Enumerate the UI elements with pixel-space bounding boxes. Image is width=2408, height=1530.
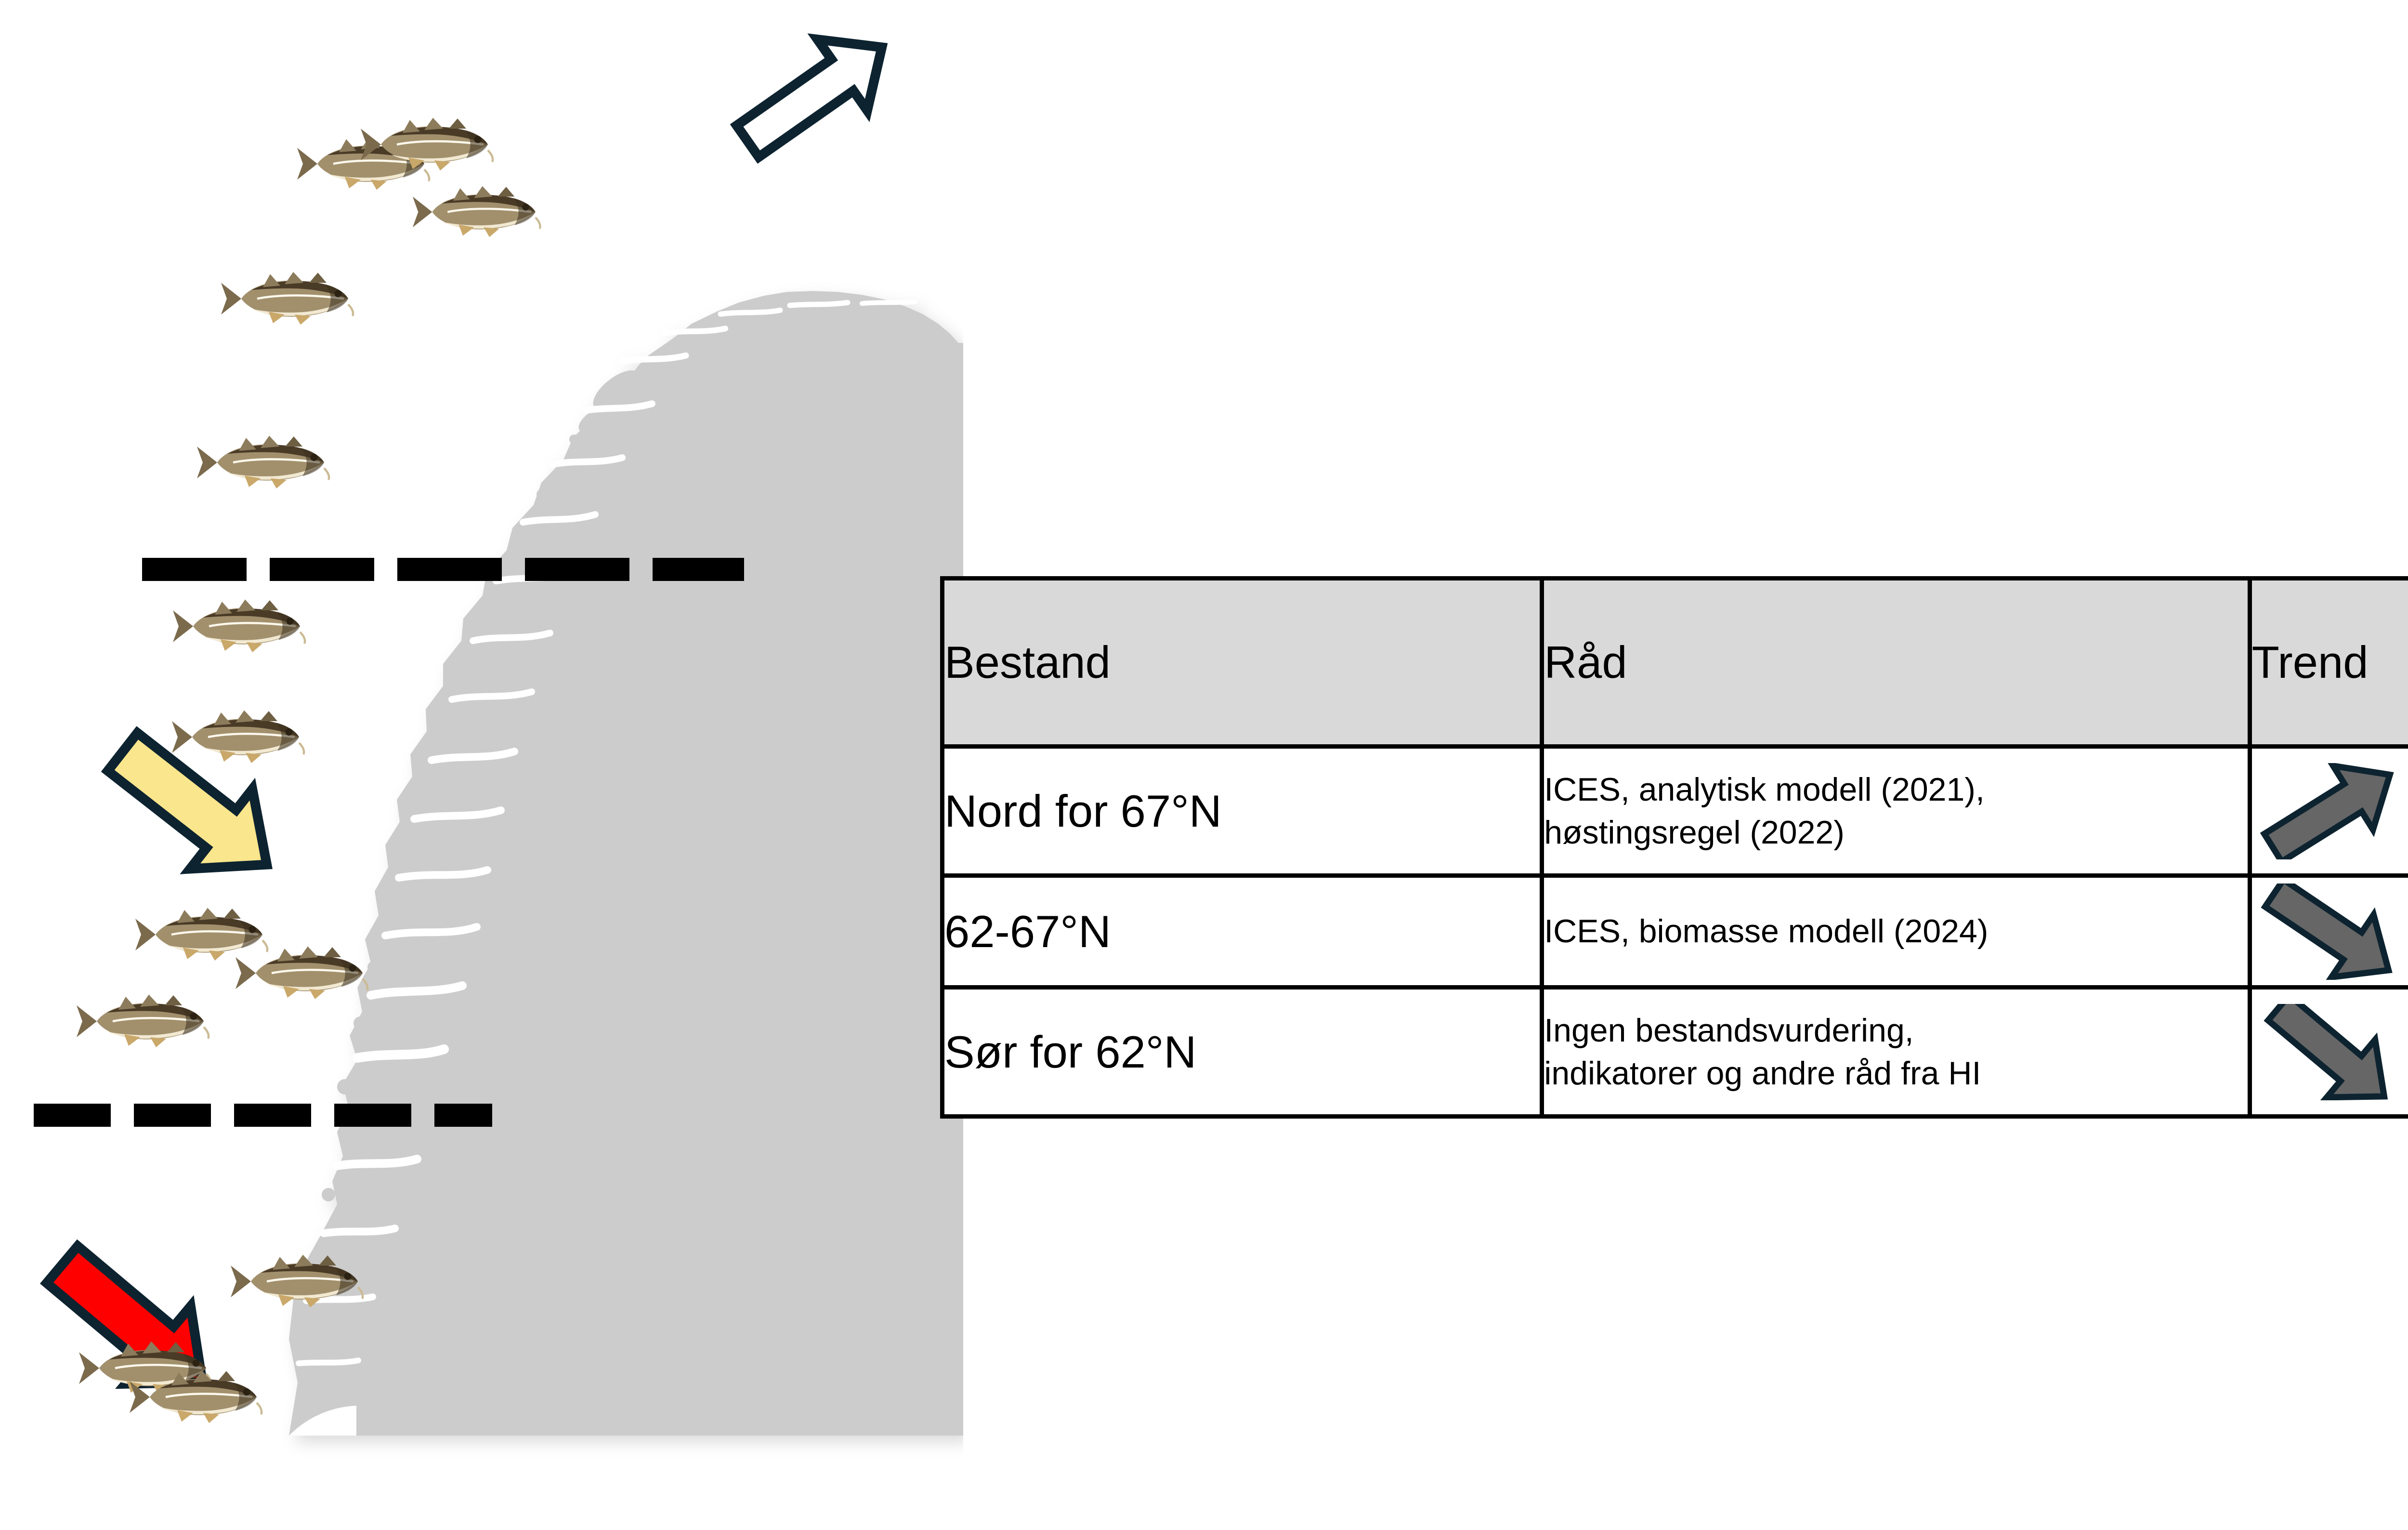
norway-map-panel bbox=[0, 0, 963, 1530]
rad-line: høstingsregel (2022) bbox=[1544, 814, 1845, 851]
cell-bestand: Nord for 67°N bbox=[940, 744, 1544, 878]
column-header-bestand: Bestand bbox=[940, 576, 1544, 749]
table-row: Nord for 67°N ICES, analytisk modell (20… bbox=[940, 744, 2408, 878]
stock-advice-table: Bestand Råd Trend Status 2024 F B Nord bbox=[940, 576, 2408, 1119]
norway-map-svg bbox=[34, 33, 963, 1436]
cod-fish-icon bbox=[173, 600, 305, 653]
cod-fish-icon bbox=[77, 995, 209, 1048]
rad-line: Ingen bestandsvurdering, bbox=[1544, 1012, 1914, 1049]
table-row: 62-67°N ICES, biomasse modell (2024) bbox=[940, 873, 2408, 989]
cell-bestand: 62-67°N bbox=[940, 873, 1544, 989]
cell-bestand: Sør for 62°N bbox=[940, 985, 1544, 1119]
trend-arrow-down-right-icon bbox=[2263, 1003, 2388, 1100]
rad-line: ICES, analytisk modell (2021), bbox=[1544, 771, 1985, 808]
table-row: Sør for 62°N Ingen bestandsvurdering, in… bbox=[940, 985, 2408, 1119]
cell-trend bbox=[2247, 873, 2408, 989]
cod-fish-icon bbox=[236, 947, 367, 1000]
map-arrow-middle bbox=[101, 726, 273, 874]
cell-rad: ICES, analytisk modell (2021), høstingsr… bbox=[1540, 744, 2252, 878]
cod-fish-icon bbox=[135, 908, 267, 961]
trend-arrow-up-right-icon bbox=[2260, 763, 2394, 859]
cell-rad: ICES, biomasse modell (2024) bbox=[1540, 873, 2252, 989]
trend-arrow-down-right-icon bbox=[2260, 883, 2393, 980]
cell-trend bbox=[2247, 985, 2408, 1119]
cell-rad: Ingen bestandsvurdering, indikatorer og … bbox=[1540, 985, 2252, 1119]
column-header-trend: Trend bbox=[2247, 576, 2408, 749]
cod-fish-icon bbox=[197, 436, 329, 489]
table-header-row: Bestand Råd Trend Status 2024 F B bbox=[940, 576, 2408, 749]
norway-landmass bbox=[289, 291, 963, 1436]
cell-trend bbox=[2247, 744, 2408, 878]
column-header-rad: Råd bbox=[1540, 576, 2252, 749]
cod-fish-icon bbox=[413, 186, 540, 237]
map-arrow-north bbox=[730, 33, 888, 164]
rad-line: ICES, biomasse modell (2024) bbox=[1544, 913, 1989, 950]
cod-fish-icon bbox=[221, 272, 353, 325]
rad-line: indikatorer og andre råd fra HI bbox=[1544, 1055, 1981, 1092]
cod-fish-icon bbox=[172, 711, 304, 764]
